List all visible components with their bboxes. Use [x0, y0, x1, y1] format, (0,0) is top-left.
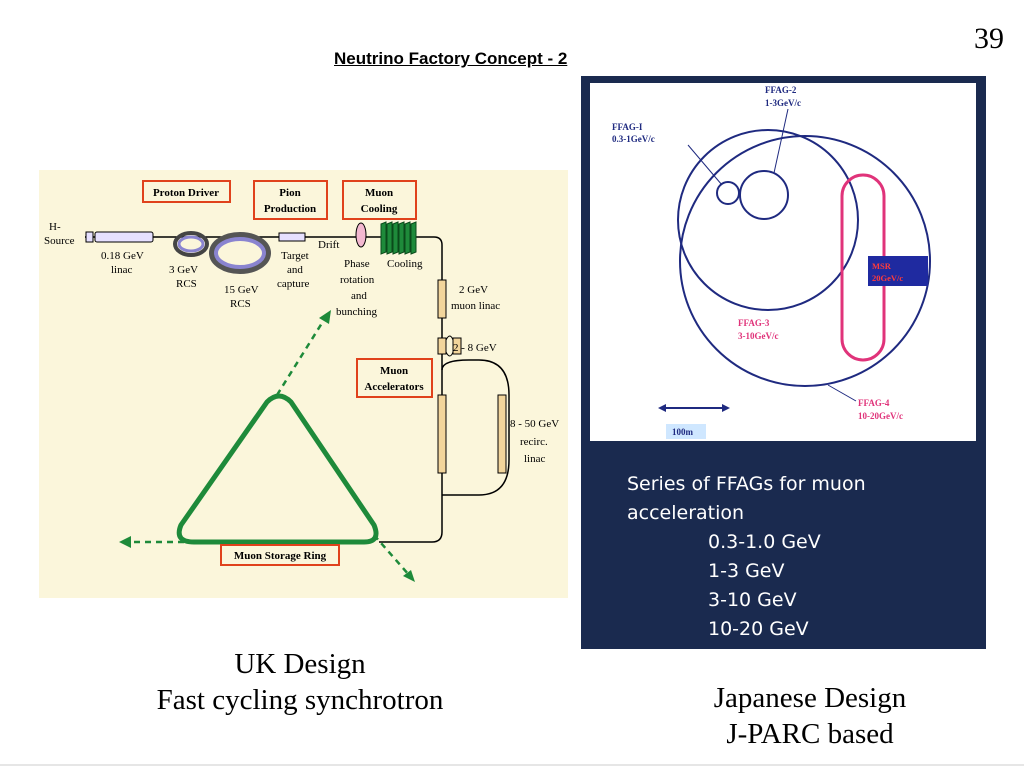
svg-text:RCS: RCS: [176, 278, 197, 290]
svg-text:1-3GeV/c: 1-3GeV/c: [765, 98, 801, 108]
jp-caption-line-1: Japanese Design: [713, 682, 907, 714]
cooling-cells: [380, 221, 417, 255]
svg-text:rotation: rotation: [340, 274, 375, 286]
svg-text:Muon: Muon: [365, 187, 393, 199]
svg-text:3 GeV: 3 GeV: [169, 264, 198, 276]
svg-text:MSR: MSR: [872, 261, 892, 271]
svg-text:H-: H-: [49, 221, 61, 233]
ffag-1-ring: [716, 181, 740, 205]
msr-label-box: [868, 256, 928, 286]
svg-text:FFAG-4: FFAG-4: [858, 398, 890, 408]
ffag-4-ring: [679, 135, 931, 387]
svg-text:and: and: [351, 290, 367, 302]
series-item: 10-20 GeV: [708, 618, 809, 640]
japanese-caption: Japanese Design J-PARC based: [640, 680, 980, 752]
rcs-15gev-ring: [209, 232, 271, 274]
bottom-divider: [0, 764, 1024, 766]
series-line-1: Series of FFAGs for muon: [627, 473, 866, 495]
svg-text:capture: capture: [277, 278, 309, 290]
jp-caption-line-2: J-PARC based: [726, 718, 894, 750]
svg-text:FFAG-I: FFAG-I: [612, 122, 643, 132]
svg-text:0.3-1GeV/c: 0.3-1GeV/c: [612, 134, 655, 144]
svg-text:100m: 100m: [672, 427, 694, 437]
phase-rotation: [355, 222, 367, 248]
uk-caption-line-1: UK Design: [234, 648, 366, 680]
uk-caption: UK Design Fast cycling synchrotron: [100, 646, 500, 718]
svg-text:10-20GeV/c: 10-20GeV/c: [858, 411, 903, 421]
series-item: 0.3-1.0 GeV: [708, 531, 821, 553]
svg-text:Drift: Drift: [318, 239, 339, 251]
svg-text:linac: linac: [524, 453, 545, 465]
series-item: 1-3 GeV: [708, 560, 785, 582]
svg-text:3-10GeV/c: 3-10GeV/c: [738, 331, 779, 341]
transfer-line: [379, 236, 443, 543]
svg-text:8 - 50 GeV: 8 - 50 GeV: [510, 418, 559, 430]
ffag-svg: MSR 20GeV/c FFAG-I 0.3-1GeV/c FFAG-2 1-3…: [612, 85, 931, 439]
ffag-3-ring: [677, 129, 859, 311]
svg-text:2 - 8 GeV: 2 - 8 GeV: [453, 342, 497, 354]
muon-linac-2gev: [437, 279, 447, 319]
muon-storage-ring-label: Muon Storage Ring: [220, 544, 340, 566]
muon-storage-ring: [176, 393, 379, 545]
svg-text:RCS: RCS: [230, 298, 251, 310]
svg-text:2 GeV: 2 GeV: [459, 284, 488, 296]
linac-018: [94, 231, 154, 243]
svg-text:FFAG-3: FFAG-3: [738, 318, 770, 328]
svg-text:FFAG-2: FFAG-2: [765, 85, 797, 95]
series-line-2: acceleration: [627, 502, 745, 524]
svg-text:Source: Source: [44, 235, 75, 247]
h-source: [85, 231, 94, 243]
recirc-linac-left: [437, 394, 447, 474]
proton-driver-box: Proton Driver: [142, 180, 231, 203]
svg-text:and: and: [287, 264, 303, 276]
pion-production-box: Pion Production: [253, 180, 328, 220]
ffag-series-text: Series of FFAGs for muon acceleration 0.…: [627, 470, 866, 644]
slide-title: Neutrino Factory Concept - 2: [334, 49, 568, 68]
ffag-2-ring: [739, 170, 789, 220]
svg-text:muon linac: muon linac: [451, 300, 500, 312]
svg-text:20GeV/c: 20GeV/c: [872, 273, 903, 283]
svg-text:Proton Driver: Proton Driver: [153, 187, 219, 199]
ffag-layout-diagram: MSR 20GeV/c FFAG-I 0.3-1GeV/c FFAG-2 1-3…: [590, 83, 976, 441]
svg-text:Production: Production: [264, 203, 316, 215]
svg-text:Muon Storage Ring: Muon Storage Ring: [234, 550, 327, 562]
svg-text:Cooling: Cooling: [361, 203, 398, 215]
svg-text:bunching: bunching: [336, 306, 377, 318]
svg-text:Pion: Pion: [279, 187, 300, 199]
uk-design-diagram: Proton Driver Pion Production Muon Cooli…: [39, 170, 568, 598]
svg-text:Muon: Muon: [380, 365, 408, 377]
recirc-linac-right: [497, 394, 507, 474]
muon-cooling-box: Muon Cooling: [342, 180, 417, 220]
svg-text:linac: linac: [111, 264, 132, 276]
rcs-3gev-ring: [173, 231, 209, 257]
svg-text:Phase: Phase: [344, 258, 370, 270]
recirc-loop: [441, 359, 510, 496]
uk-caption-line-2: Fast cycling synchrotron: [156, 684, 444, 716]
svg-text:recirc.: recirc.: [520, 436, 548, 448]
svg-text:Target: Target: [281, 250, 309, 262]
target: [278, 232, 306, 242]
slide-number: 39: [974, 22, 1004, 55]
muon-accelerators-box: Muon Accelerators: [356, 358, 433, 398]
svg-text:Cooling: Cooling: [387, 258, 423, 270]
svg-text:15 GeV: 15 GeV: [224, 284, 259, 296]
series-item: 3-10 GeV: [708, 589, 797, 611]
svg-text:0.18 GeV: 0.18 GeV: [101, 250, 144, 262]
svg-text:Accelerators: Accelerators: [364, 381, 424, 393]
uk-diagram-svg: Proton Driver Pion Production Muon Cooli…: [44, 180, 559, 582]
